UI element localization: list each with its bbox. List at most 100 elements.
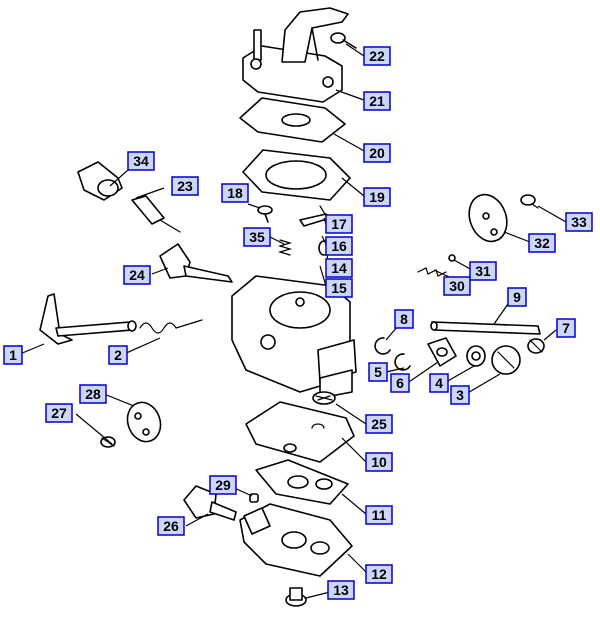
part-e-clip-8 (374, 337, 391, 355)
callout-6: 6 (390, 373, 410, 393)
part-screw-13 (285, 587, 307, 607)
callout-26: 26 (157, 516, 185, 536)
callout-label: 33 (571, 214, 587, 230)
part-screw-22 (330, 32, 357, 49)
callout-label: 11 (372, 507, 387, 523)
callout-label: 20 (369, 145, 385, 161)
callout-label: 22 (369, 48, 385, 64)
part-spring-30 (417, 267, 447, 277)
part-throttle-plate-32 (468, 193, 508, 243)
callout-23: 23 (171, 176, 199, 196)
part-e-clip-5 (394, 353, 411, 371)
part-fitting-26 (183, 485, 237, 521)
callout-25: 25 (365, 414, 393, 434)
part-pump-diaphragm (239, 97, 346, 143)
callout-label: 34 (133, 153, 149, 169)
callout-label: 9 (513, 289, 521, 305)
callout-label: 24 (129, 267, 145, 283)
callout-17: 17 (325, 214, 353, 234)
part-metering-diaphragm (245, 401, 355, 463)
callout-28: 28 (79, 384, 107, 404)
callout-label: 13 (333, 582, 349, 598)
part-adjusting-screw-24 (159, 243, 233, 283)
callout-label: 16 (331, 238, 347, 254)
callout-11: 11 (365, 505, 393, 525)
callout-18: 18 (221, 183, 249, 203)
callout-35: 35 (243, 227, 271, 247)
callout-label: 8 (400, 311, 408, 327)
callout-label: 27 (51, 405, 67, 421)
callout-label: 18 (227, 185, 243, 201)
callout-31: 31 (469, 261, 497, 281)
part-adjusting-screw-23 (131, 195, 181, 233)
callout-1: 1 (3, 345, 23, 365)
callout-8: 8 (394, 309, 414, 329)
callout-22: 22 (363, 46, 391, 66)
callout-4: 4 (429, 373, 449, 393)
callout-15: 15 (325, 278, 353, 298)
part-screw-18 (257, 205, 273, 223)
callout-7: 7 (556, 318, 576, 338)
callout-label: 1 (9, 347, 17, 363)
part-choke-shaft (430, 321, 541, 335)
part-washer (466, 345, 486, 367)
callout-label: 14 (331, 260, 347, 276)
callout-label: 17 (331, 216, 347, 232)
callout-label: 21 (369, 93, 385, 109)
part-fuel-strainer (312, 391, 336, 405)
callout-label: 30 (449, 278, 465, 294)
part-torsion-spring (139, 319, 203, 334)
callout-label: 32 (534, 235, 550, 251)
callout-24: 24 (123, 265, 151, 285)
part-choke-lever (427, 337, 457, 367)
part-metering-gasket (255, 459, 349, 505)
part-carburetor-body (231, 275, 357, 399)
callout-12: 12 (365, 564, 393, 584)
callout-label: 6 (396, 375, 404, 391)
part-metering-cover (239, 503, 353, 577)
callout-label: 23 (177, 178, 193, 194)
part-ball-31 (448, 254, 456, 262)
callout-label: 25 (371, 416, 387, 432)
part-pump-cover (242, 7, 349, 103)
callout-label: 15 (331, 280, 347, 296)
callout-label: 7 (562, 320, 570, 336)
callout-3: 3 (450, 385, 470, 405)
part-pump-gasket (242, 149, 351, 201)
part-spring-35 (277, 239, 293, 256)
callout-14: 14 (325, 258, 353, 278)
callout-29: 29 (209, 475, 237, 495)
callout-19: 19 (363, 187, 391, 207)
callout-2: 2 (108, 345, 128, 365)
callout-33: 33 (565, 212, 593, 232)
part-screw-7 (527, 338, 545, 354)
callout-label: 31 (475, 263, 491, 279)
callout-label: 19 (369, 189, 385, 205)
callout-label: 35 (249, 229, 265, 245)
callout-34: 34 (127, 151, 155, 171)
part-knob (491, 345, 521, 375)
callout-label: 4 (435, 375, 443, 391)
callout-16: 16 (325, 236, 353, 256)
callout-label: 26 (163, 518, 179, 534)
callout-label: 10 (371, 454, 387, 470)
callout-label: 29 (215, 477, 231, 493)
callout-label: 12 (371, 566, 387, 582)
part-screw-33 (520, 194, 539, 209)
callout-30: 30 (443, 276, 471, 296)
callout-9: 9 (507, 287, 527, 307)
callout-21: 21 (363, 91, 391, 111)
callout-10: 10 (365, 452, 393, 472)
callout-32: 32 (528, 233, 556, 253)
part-throttle-shaft (39, 293, 137, 345)
callout-13: 13 (327, 580, 355, 600)
callout-label: 5 (374, 364, 382, 380)
callout-20: 20 (363, 143, 391, 163)
callout-27: 27 (45, 403, 73, 423)
callout-label: 28 (85, 386, 101, 402)
part-screw-27 (100, 436, 116, 448)
callout-label: 3 (456, 387, 464, 403)
part-choke-plate-28 (126, 401, 162, 443)
callout-label: 2 (114, 347, 122, 363)
